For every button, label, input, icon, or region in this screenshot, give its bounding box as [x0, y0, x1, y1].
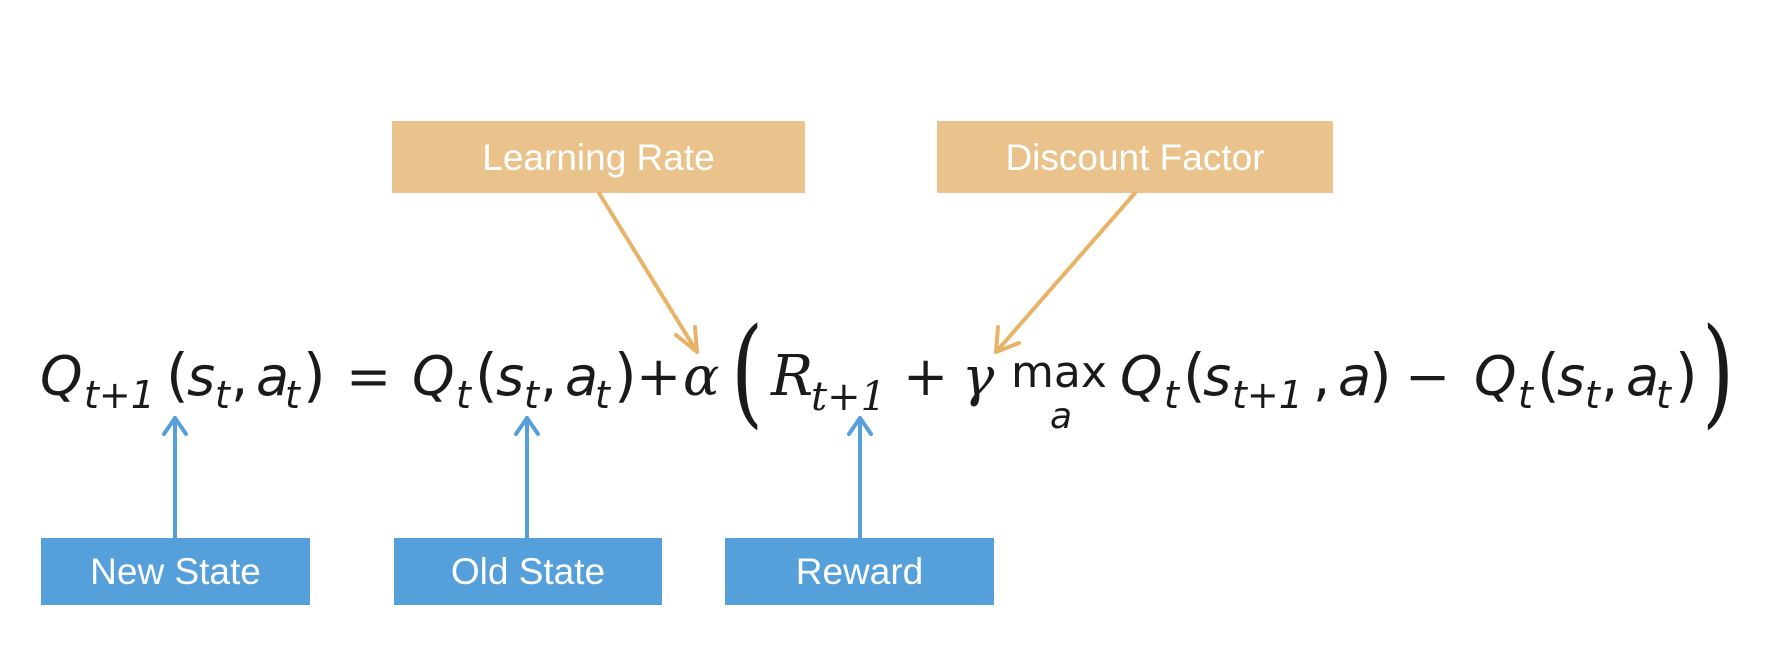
learning-rate-arrowhead: [674, 325, 699, 354]
formula-s-4: s: [1557, 345, 1585, 408]
formula-max: max: [1011, 347, 1107, 398]
reward-label: Reward: [725, 538, 994, 605]
formula-a-4: a: [1626, 345, 1659, 408]
formula-q-old-subscript: t: [456, 373, 473, 417]
formula-big-close-paren: ): [1702, 303, 1734, 441]
formula-comma-1: ,: [231, 345, 248, 408]
formula-s-2: s: [496, 345, 524, 408]
formula-q-new: Q: [40, 345, 83, 408]
formula-q-new-subscript: t+1: [84, 373, 155, 417]
formula-q-next: Q: [1120, 345, 1163, 408]
formula-max-subscript: a: [1050, 396, 1072, 437]
formula-comma-2: ,: [540, 345, 557, 408]
reward-arrowhead: [847, 416, 873, 436]
formula-a-2: a: [565, 345, 598, 408]
formula-big-open-paren: (: [731, 303, 763, 441]
discount-factor-label: Discount Factor: [937, 121, 1333, 193]
formula-alpha: α: [683, 345, 719, 408]
formula-a-3: a: [1338, 345, 1371, 408]
learning-rate-label: Learning Rate: [392, 121, 805, 193]
formula-open-paren-3: (: [1183, 341, 1206, 409]
formula-close-paren-1: ): [303, 341, 326, 409]
formula-open-paren-1: (: [166, 341, 189, 409]
formula-a-2-subscript: t: [595, 373, 612, 417]
old-state-arrowhead: [514, 416, 540, 436]
formula-q-next-subscript: t: [1164, 373, 1181, 417]
formula-a-1: a: [256, 345, 289, 408]
formula-q-cur-subscript: t: [1518, 373, 1535, 417]
discount-factor-arrow: [994, 191, 1137, 354]
new-state-label: New State: [41, 538, 310, 605]
formula-minus: −: [1405, 345, 1450, 408]
new-state-arrowhead: [162, 416, 188, 436]
formula-gamma: γ: [962, 345, 995, 408]
old-state-label: Old State: [394, 538, 662, 605]
formula-comma-3: ,: [1313, 345, 1330, 408]
formula-close-paren-4: ): [1675, 341, 1698, 409]
formula-s-3: s: [1203, 345, 1231, 408]
formula-equals: =: [346, 345, 391, 408]
formula-s-4-subscript: t: [1585, 373, 1602, 417]
formula-a-1-subscript: t: [285, 373, 302, 417]
formula-s-2-subscript: t: [524, 373, 541, 417]
discount-factor-arrowhead: [994, 325, 1021, 354]
formula-s-3-subscript: t+1: [1232, 373, 1303, 417]
formula-plus-1: +: [636, 345, 681, 408]
formula-close-paren-2: ): [614, 341, 637, 409]
formula-s-1-subscript: t: [215, 373, 232, 417]
formula-r-subscript: t+1: [811, 374, 886, 420]
formula-s-1: s: [187, 345, 215, 408]
formula-open-paren-2: (: [475, 341, 498, 409]
formula-plus-2: +: [903, 345, 948, 408]
formula-q-old: Q: [412, 345, 455, 408]
formula-comma-4: ,: [1601, 345, 1618, 408]
formula-open-paren-4: (: [1537, 341, 1560, 409]
formula-q-cur: Q: [1474, 345, 1517, 408]
formula-r: R: [770, 344, 813, 409]
formula-close-paren-3: ): [1369, 341, 1392, 409]
formula-a-4-subscript: t: [1656, 373, 1673, 417]
learning-rate-arrow: [597, 191, 699, 354]
